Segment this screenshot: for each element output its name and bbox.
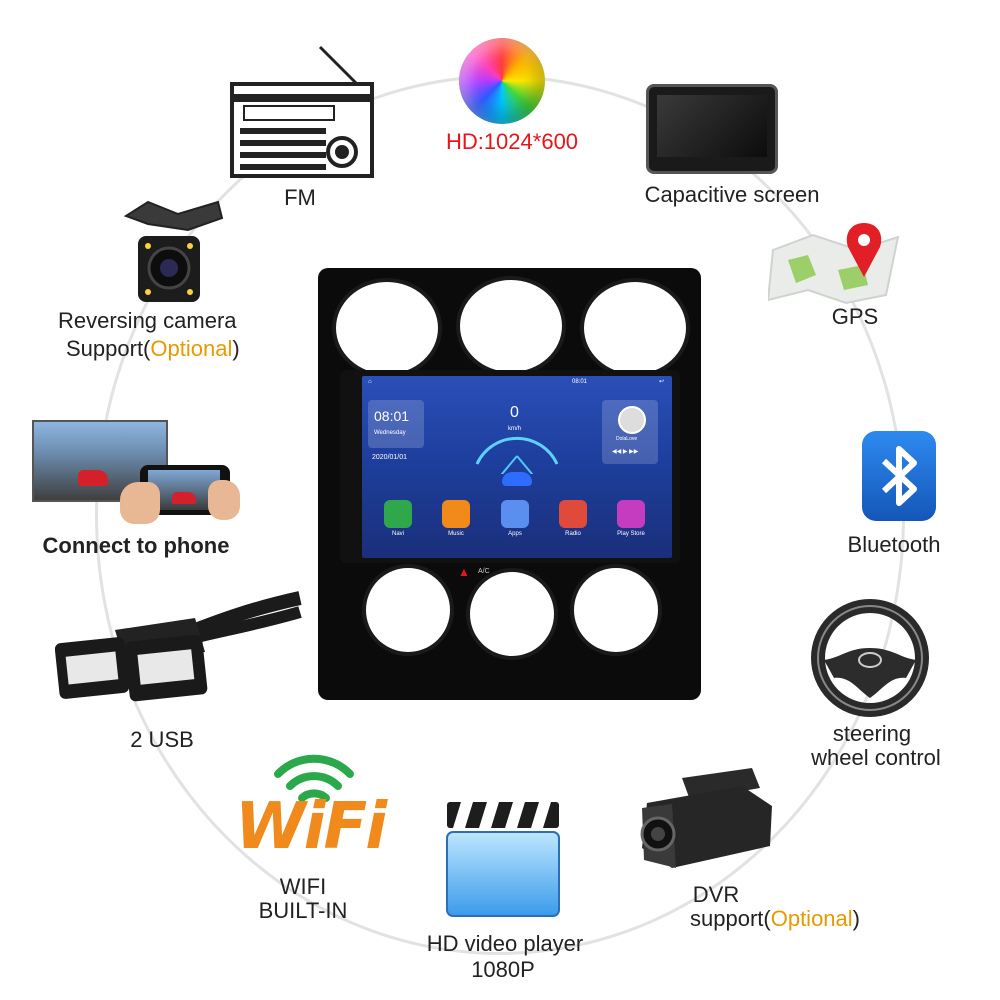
wifi-label-1: WIFI (279, 874, 327, 899)
bluetooth-label: Bluetooth (847, 532, 941, 557)
dvr-support-text: support( (690, 906, 771, 931)
home-icon[interactable]: ⌂ (368, 379, 372, 385)
top-vent-right (580, 278, 690, 378)
wifi-logo: WiFi (235, 790, 387, 864)
radio-app-label: Radio (565, 531, 581, 537)
clock-widget[interactable]: 08:01 Wednesday (368, 400, 424, 448)
back-icon[interactable]: ↩ (658, 379, 664, 385)
top-vent-center (456, 276, 566, 376)
phone-label: Connect to phone (42, 533, 230, 558)
gps-icon (768, 223, 900, 305)
steering-wheel-icon (811, 599, 929, 717)
gps-label: GPS (831, 304, 879, 329)
radio-icon (230, 45, 374, 178)
video-player-icon (446, 802, 560, 917)
hvac-panel: ▲ A/C (458, 563, 588, 583)
steering-label-1: steering (832, 721, 912, 746)
dvr-optional-text: Optional (770, 906, 853, 931)
dvr-label-2: support(Optional) (690, 907, 890, 931)
clock-time: 08:01 (374, 408, 410, 424)
video-label-1: HD video player (426, 931, 584, 956)
hand-icon (120, 482, 160, 524)
ac-button[interactable]: A/C (478, 568, 490, 575)
usb-cable-icon (55, 591, 302, 702)
music-widget[interactable]: DolaLove ◀◀ ▶ ▶▶ (602, 400, 658, 464)
dvr-label-1: DVR (692, 882, 740, 907)
wifi-signal-icon (274, 754, 354, 802)
climate-knob-center (466, 568, 558, 660)
usb-label: 2 USB (130, 727, 194, 752)
fm-label: FM (284, 185, 316, 210)
climate-knob-right (570, 564, 662, 656)
navi-app-icon[interactable] (384, 500, 412, 528)
navi-app-label: Navi (391, 531, 404, 537)
apps-app-icon[interactable] (501, 500, 529, 528)
climate-knob-left (362, 564, 454, 656)
hand-icon-right (208, 480, 240, 520)
reversing-camera-icon (123, 200, 224, 302)
date-text: 2020/01/01 (372, 454, 408, 461)
radio-app-icon[interactable] (559, 500, 587, 528)
clock-day: Wednesday (374, 430, 406, 436)
album-art (618, 406, 646, 434)
music-app-icon[interactable] (442, 500, 470, 528)
capacitive-screen-icon (646, 84, 778, 174)
hazard-button[interactable]: ▲ (458, 565, 470, 579)
camera-optional-text: Optional (150, 336, 233, 361)
status-time: 08:01 (572, 379, 588, 385)
camera-support-text: Support( (66, 336, 151, 361)
wifi-label-2: BUILT-IN (258, 898, 348, 923)
color-ball-icon (459, 38, 545, 124)
steering-label-2: wheel control (811, 745, 941, 770)
apps-app-label: Apps (508, 531, 522, 537)
speed-value: 0 (510, 404, 519, 421)
camera-close-paren: ) (232, 336, 240, 361)
dvr-camera-icon (640, 768, 772, 868)
car-icon (502, 472, 532, 486)
bluetooth-icon (862, 431, 936, 521)
speed-unit: km/h (508, 426, 522, 432)
head-unit-screen: ⌂ 08:01 ↩ 08:01 Wednesday 2020/01/01 0 k… (340, 370, 680, 563)
music-app-label: Music (448, 531, 464, 537)
camera-label-1: Reversing camera (58, 308, 237, 333)
video-label-2: 1080P (471, 957, 535, 982)
dvr-close-paren: ) (852, 906, 860, 931)
capacitive-label: Capacitive screen (644, 182, 820, 207)
status-bar: ⌂ 08:01 ↩ (362, 376, 672, 390)
android-display: ⌂ 08:01 ↩ 08:01 Wednesday 2020/01/01 0 k… (362, 376, 672, 558)
playstore-app-icon[interactable] (617, 500, 645, 528)
music-controls[interactable]: ◀◀ ▶ ▶▶ (612, 449, 639, 455)
artist-name: DolaLove (616, 436, 638, 442)
speedometer-icon (475, 436, 559, 474)
camera-label-2: Support(Optional) (66, 337, 266, 361)
resolution-label: HD:1024*600 (445, 129, 579, 154)
top-vent-left (332, 278, 442, 378)
playstore-app-label: Play Store (617, 531, 645, 537)
